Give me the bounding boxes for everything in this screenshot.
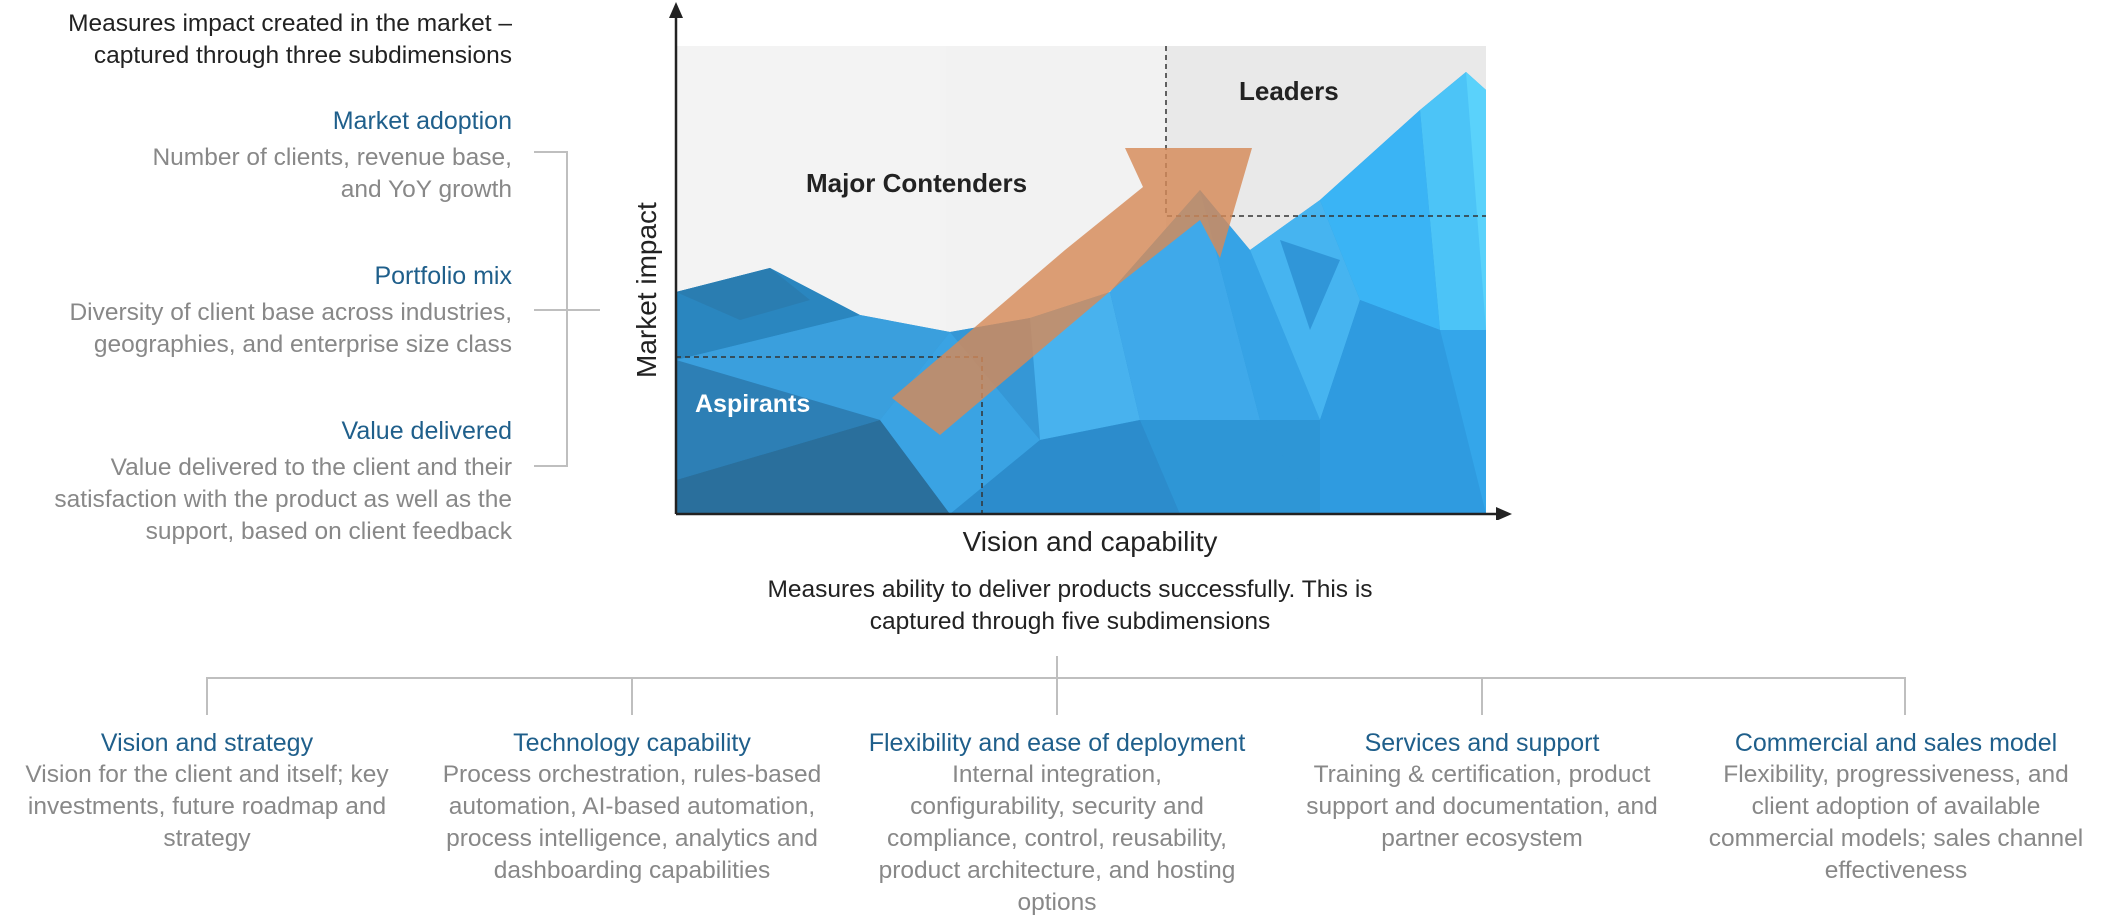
category-technology-capability: Technology capability Process orchestrat…: [422, 727, 842, 887]
category-title: Services and support: [1364, 729, 1600, 757]
leaders-boundary: [1165, 46, 1486, 217]
category-description: Vision for the client and itself; key in…: [25, 761, 389, 852]
tree-branch-3: [1056, 677, 1058, 715]
category-title: Flexibility and ease of deployment: [868, 729, 1246, 757]
y-axis-label: Market impact: [631, 202, 662, 378]
growth-arrow: [892, 148, 1252, 435]
zone-label-leaders: Leaders: [1239, 76, 1339, 106]
category-description: Flexibility, progressiveness, and client…: [1708, 761, 2084, 884]
dimension-desc-market-adoption: Number of clients, revenue base, and YoY…: [152, 144, 512, 203]
category-services-support: Services and support Training & certific…: [1272, 727, 1692, 855]
category-description: Training & certification, product suppor…: [1306, 761, 1658, 852]
x-axis-arrowhead: [1496, 507, 1512, 520]
dimension-desc-portfolio-mix: Diversity of client base across industri…: [69, 299, 512, 358]
market-impact-intro: Measures impact created in the market – …: [68, 10, 512, 69]
bracket-tick-bottom: [534, 465, 568, 467]
tree-branch-1: [206, 677, 208, 715]
dimension-title-market-adoption: Market adoption: [332, 107, 512, 135]
tree-branch-4: [1481, 677, 1483, 715]
bracket-vertical: [566, 151, 568, 465]
bracket-tick-top: [534, 151, 568, 153]
category-vision-strategy: Vision and strategy Vision for the clien…: [0, 727, 417, 855]
tree-stem: [1056, 656, 1058, 678]
y-axis-arrowhead: [669, 2, 683, 18]
vision-capability-intro: Measures ability to deliver products suc…: [767, 576, 1373, 635]
mountain-background: [676, 72, 1486, 514]
category-description: Internal integration, configurability, s…: [878, 761, 1236, 916]
peak-matrix-chart: Leaders Major Contenders Aspirants Marke…: [631, 2, 1512, 520]
zone-label-aspirants: Aspirants: [695, 390, 810, 418]
zone-label-major-contenders: Major Contenders: [806, 168, 1027, 198]
category-flexibility-deployment: Flexibility and ease of deployment Inter…: [847, 727, 1267, 919]
dimension-desc-value-delivered: Value delivered to the client and their …: [54, 454, 512, 545]
category-title: Commercial and sales model: [1734, 729, 2058, 757]
bracket-tick-middle: [534, 309, 600, 311]
x-axis-label: Vision and capability: [962, 526, 1218, 557]
category-commercial-sales: Commercial and sales model Flexibility, …: [1686, 727, 2106, 887]
tree-branch-5: [1904, 677, 1906, 715]
category-title: Vision and strategy: [100, 729, 314, 757]
dimension-title-value-delivered: Value delivered: [341, 417, 512, 445]
tree-branch-2: [631, 677, 633, 715]
dimension-title-portfolio-mix: Portfolio mix: [374, 262, 512, 290]
category-description: Process orchestration, rules-based autom…: [442, 761, 822, 884]
category-title: Technology capability: [513, 729, 751, 757]
